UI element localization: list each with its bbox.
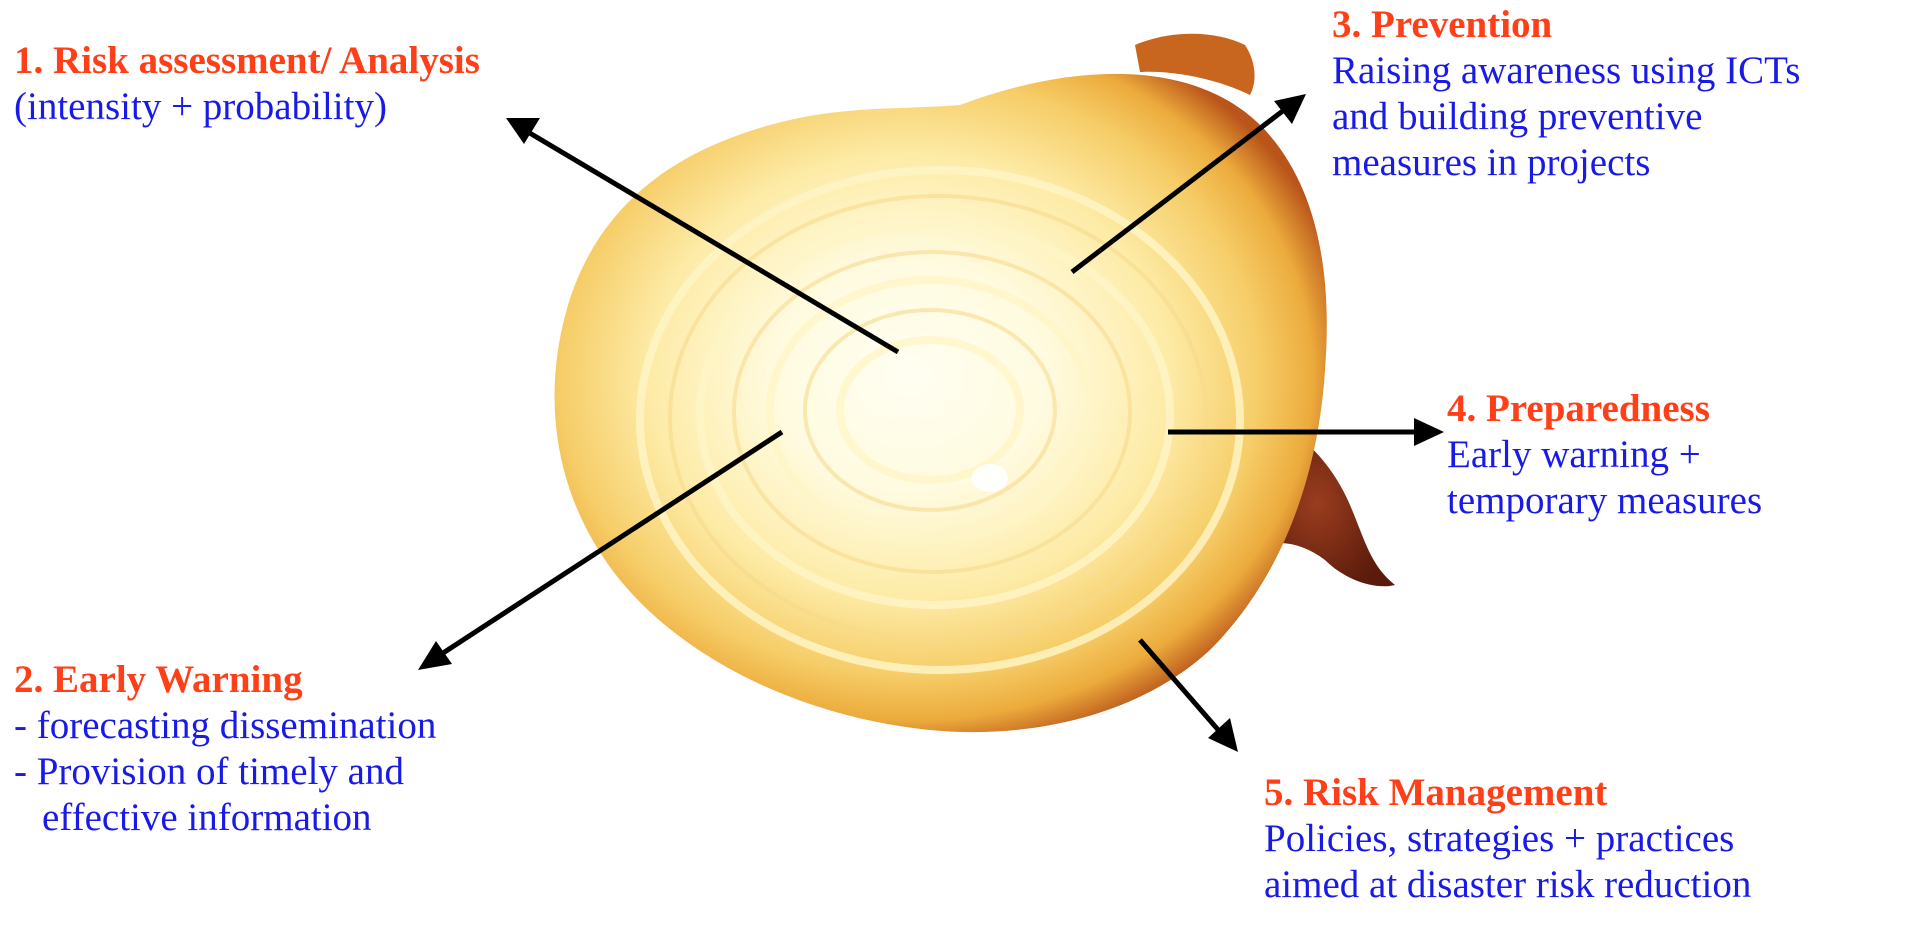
stage-description: - Provision of timely and [14, 749, 436, 795]
stage-description: aimed at disaster risk reduction [1264, 862, 1751, 908]
stage-risk-assessment: 1. Risk assessment/ Analysis (intensity … [14, 38, 480, 130]
stage-risk-management: 5. Risk Management Policies, strategies … [1264, 770, 1751, 908]
stage-description: temporary measures [1447, 478, 1762, 524]
stage-title: 4. Preparedness [1447, 386, 1762, 432]
stage-preparedness: 4. Preparedness Early warning + temporar… [1447, 386, 1762, 524]
stage-description: and building preventive [1332, 94, 1800, 140]
stage-description: Raising awareness using ICTs [1332, 48, 1800, 94]
stage-title: 5. Risk Management [1264, 770, 1751, 816]
stage-title: 2. Early Warning [14, 657, 436, 703]
stage-description: Early warning + [1447, 432, 1762, 478]
stage-prevention: 3. Prevention Raising awareness using IC… [1332, 2, 1800, 186]
stage-description: (intensity + probability) [14, 84, 480, 130]
stage-title: 3. Prevention [1332, 2, 1800, 48]
stage-description: measures in projects [1332, 140, 1800, 186]
stage-early-warning: 2. Early Warning - forecasting dissemina… [14, 657, 436, 841]
stage-description: effective information [14, 795, 436, 841]
stage-title: 1. Risk assessment/ Analysis [14, 38, 480, 84]
stage-description: - forecasting dissemination [14, 703, 436, 749]
stage-description: Policies, strategies + practices [1264, 816, 1751, 862]
